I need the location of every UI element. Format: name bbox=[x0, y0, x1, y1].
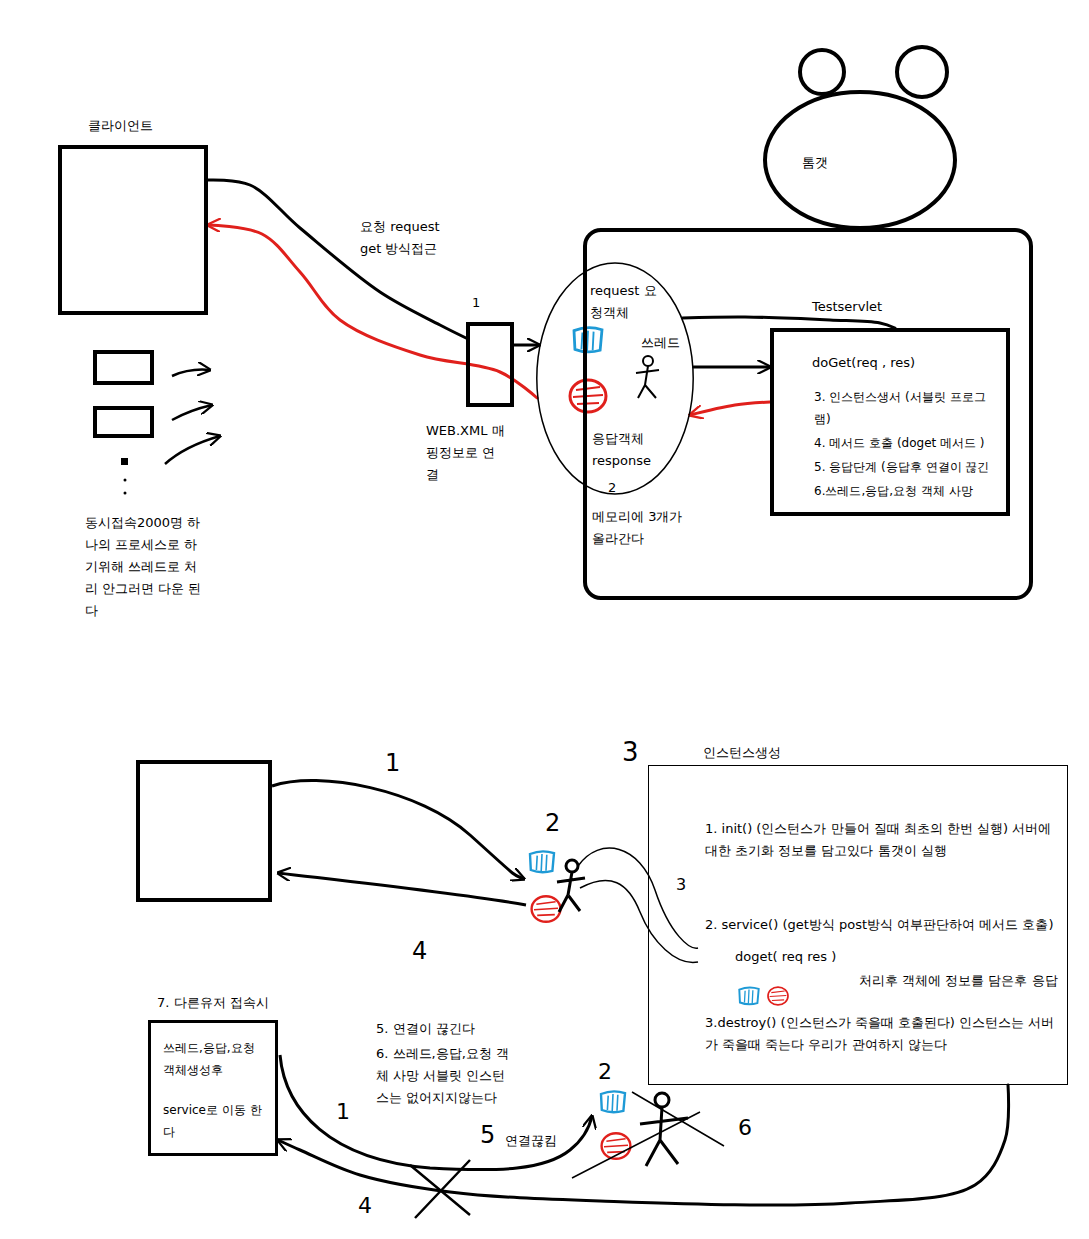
response-object-icon bbox=[768, 987, 788, 1005]
client-box: 클라이언트 bbox=[58, 145, 208, 315]
tomcat-head bbox=[765, 47, 955, 228]
connector bbox=[690, 402, 770, 415]
note: 5. 연결이 끊긴다 bbox=[376, 1018, 526, 1040]
user-arrows bbox=[172, 405, 212, 420]
node-text: 3. 인스턴스생서 (서블릿 프로그램) bbox=[814, 386, 1002, 430]
node-text: 4. 메서드 호출 (doget 메서드 ) bbox=[814, 432, 1002, 454]
client-box bbox=[138, 762, 270, 900]
request-object-icon bbox=[530, 851, 554, 872]
node-text: request 요청객체 bbox=[590, 280, 660, 324]
thread-figure bbox=[636, 366, 659, 398]
callout-number: 1 bbox=[385, 750, 400, 776]
callout-number: 6 bbox=[738, 1116, 752, 1140]
callout-number: 1 bbox=[472, 292, 480, 314]
tomcat-head bbox=[897, 47, 947, 97]
node-text: 응답객체 response bbox=[592, 428, 662, 472]
node-text: 톰갯 bbox=[802, 152, 828, 174]
callout-number: 3 bbox=[676, 876, 686, 894]
thread-ellipse: request 요청객체쓰레드응답객체 response2 bbox=[536, 262, 694, 495]
node-text: 쓰레드,응답,요청 객체생성후 bbox=[163, 1037, 267, 1081]
connector bbox=[683, 317, 895, 328]
node-text: doget( req res ) bbox=[735, 946, 885, 968]
callout-number: 4 bbox=[358, 1194, 372, 1218]
response-object-icon bbox=[532, 896, 561, 922]
ellipsis-dots bbox=[121, 458, 128, 495]
thread-figure bbox=[643, 356, 653, 366]
node-text: Testservlet bbox=[812, 296, 882, 318]
dead-thread-figure bbox=[572, 1092, 724, 1178]
node-text: 쓰레드 bbox=[641, 332, 680, 354]
user-box: 7. 다른유저 접속시쓰레드,응답,요청 객체생성후service로 이동 한다 bbox=[148, 1020, 278, 1156]
webxml-box: WEB.XML 매핑정보로 연결 bbox=[466, 322, 514, 407]
callout-number: 1 bbox=[336, 1100, 350, 1124]
node-text: 2 bbox=[608, 477, 616, 499]
ellipse-outline bbox=[537, 263, 693, 494]
node-text: 1. init() (인스턴스가 만들어 질때 최초의 한번 실행) 서버에 대… bbox=[705, 818, 1055, 862]
concurrent-users bbox=[95, 408, 152, 436]
node-text: 5. 응답단계 (응답후 연결이 끊긴 bbox=[814, 456, 1002, 478]
thread-loop bbox=[578, 848, 698, 948]
callout-number: 4 bbox=[412, 938, 427, 964]
user-arrows bbox=[165, 370, 220, 464]
dead-thread-figure bbox=[572, 1092, 724, 1178]
thread-figure bbox=[557, 860, 585, 912]
ellipsis-dots bbox=[121, 458, 128, 465]
connector bbox=[208, 180, 466, 338]
connector bbox=[514, 344, 539, 347]
thread-figure bbox=[557, 872, 585, 912]
node-text: 처리후 객체에 정보를 담은후 응답 bbox=[859, 970, 1059, 992]
callout-number: 5 bbox=[480, 1122, 495, 1148]
node-text: 3.destroy() (인스턴스가 죽을때 호출된다) 인스턴스는 서버가 죽… bbox=[705, 1012, 1055, 1056]
connector bbox=[694, 366, 770, 369]
ellipsis-dots bbox=[124, 492, 127, 495]
request-object-icon bbox=[574, 328, 602, 352]
tomcat-head bbox=[765, 92, 955, 228]
node-text: 2. service() (get방식 post방식 여부판단하여 메서드 호출… bbox=[705, 914, 1055, 936]
instance-box: 인스턴스생성1. init() (인스턴스가 만들어 질때 최초의 한번 실행)… bbox=[648, 765, 1068, 1085]
user-arrows bbox=[172, 370, 210, 376]
node-text: 6.쓰레드,응답,요청 객체 사망 bbox=[814, 480, 1002, 502]
callout-number: 2 bbox=[545, 810, 560, 836]
node-text: doGet(req , res) bbox=[812, 352, 1002, 374]
note: 연결끊킴 bbox=[505, 1130, 557, 1152]
note: 동시접속2000명 하나의 프로세스로 하기위해 쓰레드로 처리 안그러면 다운… bbox=[85, 512, 210, 622]
response-object-icon bbox=[570, 380, 606, 412]
concurrent-users bbox=[95, 352, 152, 383]
note: 6. 쓰레드,응답,요청 객체 사망 서블릿 인스턴스는 없어지지않는다 bbox=[376, 1043, 511, 1109]
concurrent-users bbox=[95, 352, 152, 436]
callout-number: 2 bbox=[598, 1060, 612, 1084]
ellipsis-dots bbox=[124, 479, 127, 482]
node-text: WEB.XML 매핑정보로 연결 bbox=[426, 420, 506, 486]
edge-label: 요청 request get 방식접근 bbox=[360, 216, 450, 260]
tomcat-head bbox=[800, 50, 844, 94]
thread-loop bbox=[578, 848, 698, 962]
thread-figure bbox=[636, 356, 659, 398]
tomcat-container: request 요청객체쓰레드응답객체 response 2 Testservlet… bbox=[583, 228, 1033, 600]
dead-thread-figure bbox=[655, 1093, 669, 1107]
user-arrows bbox=[165, 436, 220, 464]
node-text: 7. 다른유저 접속시 bbox=[157, 992, 269, 1014]
node-text: 클라이언트 bbox=[88, 115, 153, 137]
request-object-icon bbox=[601, 1091, 625, 1112]
servlet-box: TestservletdoGet(req , res)3. 인스턴스생서 (서블… bbox=[770, 328, 1010, 516]
request-object-icon bbox=[739, 987, 758, 1004]
dead-thread-figure bbox=[640, 1107, 688, 1166]
request-line bbox=[272, 781, 524, 879]
node-text: service로 이동 한다 bbox=[163, 1099, 267, 1143]
callout-number: 3 bbox=[622, 738, 639, 767]
thread-figure bbox=[566, 860, 578, 872]
response-line bbox=[278, 873, 526, 905]
note: 메모리에 3개가 올라간다 bbox=[592, 506, 697, 550]
node-text: 인스턴스생성 bbox=[703, 742, 781, 764]
